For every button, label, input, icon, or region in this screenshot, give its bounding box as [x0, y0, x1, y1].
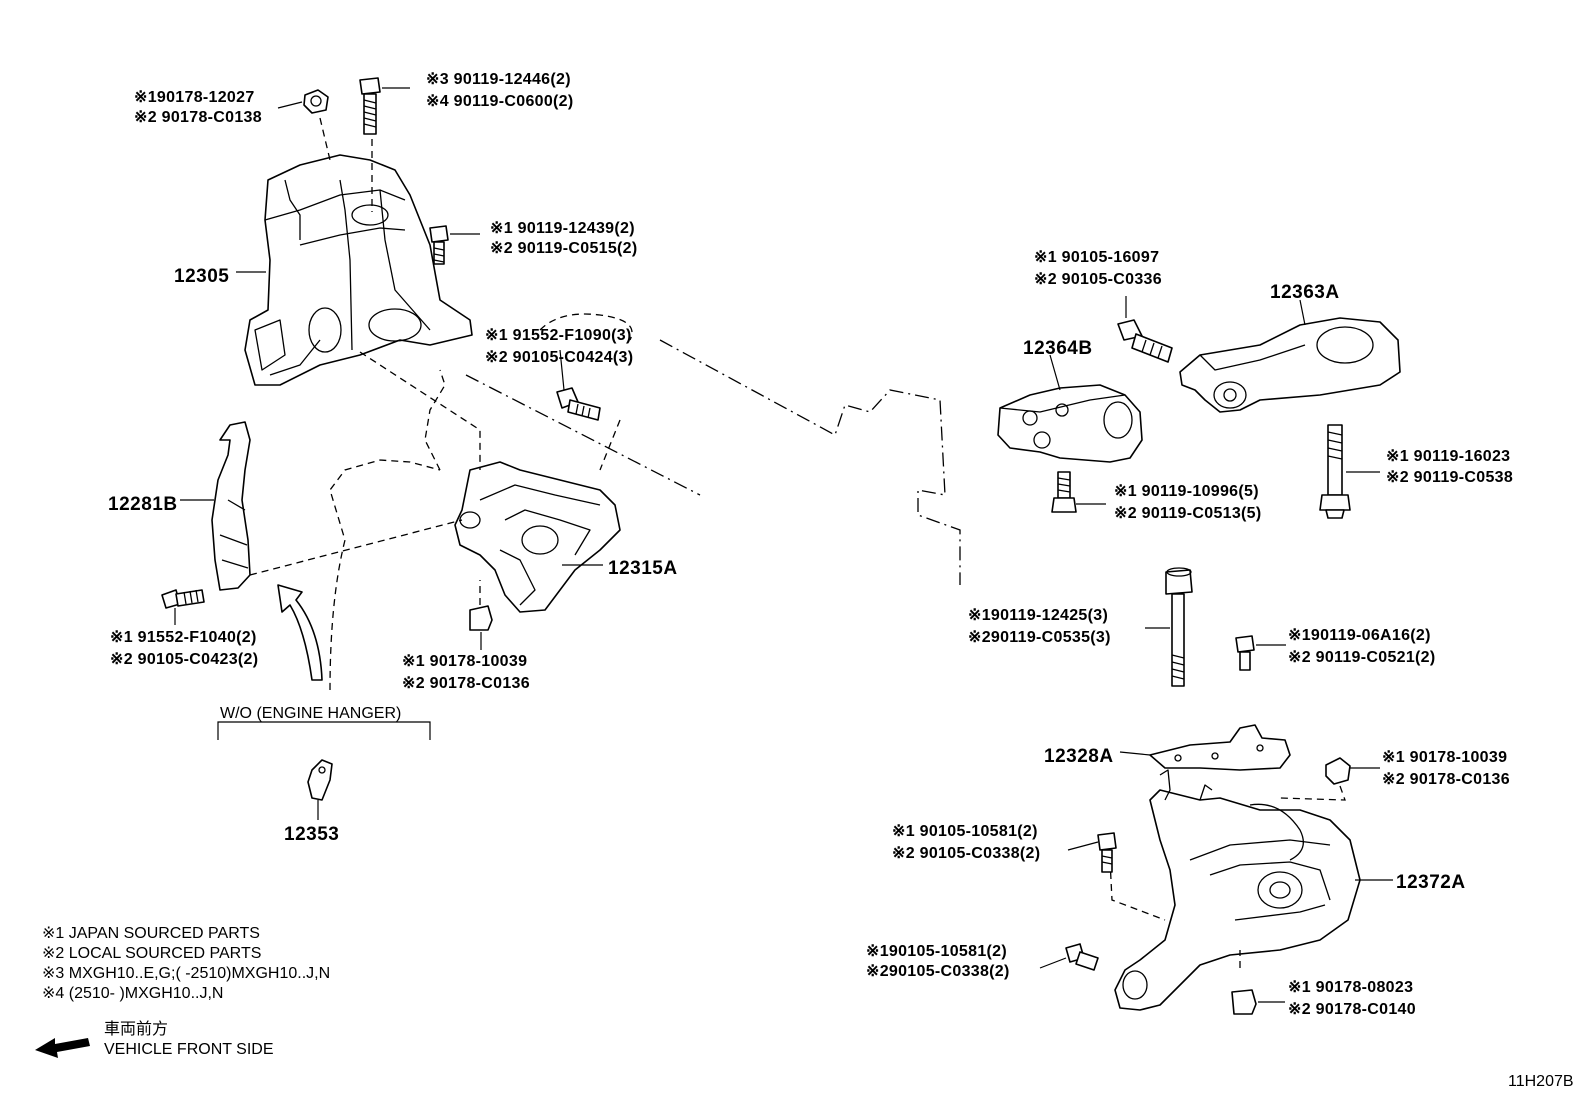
label-90178-10039-b: ※1 90178-10039 — [1382, 749, 1507, 766]
bolt-icon — [1097, 832, 1117, 873]
nut-icon — [303, 89, 329, 114]
bolt-icon — [359, 77, 381, 135]
label-90119-12439: ※1 90119-12439(2) — [490, 220, 635, 237]
bolt-icon — [556, 387, 601, 421]
bolt-icon — [1051, 471, 1077, 513]
front-label-jp: 車両前方 — [104, 1020, 168, 1038]
bolt-icon — [1065, 943, 1099, 971]
label-90119-C0521: ※2 90119-C0521(2) — [1288, 649, 1436, 666]
part-12364B: 12364B — [1023, 338, 1093, 359]
label-90105-10581-a: ※1 90105-10581(2) — [892, 823, 1038, 840]
nut-icon — [469, 605, 493, 631]
note-1: ※1 JAPAN SOURCED PARTS — [42, 925, 260, 942]
label-91552-F1040: ※1 91552-F1040(2) — [110, 629, 257, 646]
label-90119-16023: ※1 90119-16023 — [1386, 448, 1510, 465]
label-91552-F1090: ※1 91552-F1090(3) — [485, 327, 632, 344]
part-12372A-drawing — [1114, 769, 1361, 1011]
note-4: ※4 (2510- )MXGH10..J,N — [42, 985, 223, 1002]
label-90119-C0538: ※2 90119-C0538 — [1386, 469, 1513, 486]
label-90178-10039-a: ※1 90178-10039 — [402, 653, 527, 670]
label-90178-08023: ※1 90178-08023 — [1288, 979, 1413, 996]
note-2: ※2 LOCAL SOURCED PARTS — [42, 945, 261, 962]
front-label-en: VEHICLE FRONT SIDE — [104, 1041, 274, 1058]
label-90119-10996: ※1 90119-10996(5) — [1114, 483, 1259, 500]
engine-hanger-label: W/O (ENGINE HANGER) — [220, 705, 401, 722]
label-90105-C0423: ※2 90105-C0423(2) — [110, 651, 258, 668]
label-90178-C0140: ※2 90178-C0140 — [1288, 1001, 1416, 1018]
part-12305-drawing — [244, 154, 473, 386]
label-90119-12446: ※3 90119-12446(2) — [426, 71, 571, 88]
bolt-icon — [1117, 319, 1173, 363]
bolt-icon — [1319, 424, 1351, 519]
nut-icon — [1325, 757, 1351, 785]
label-90119-12425: ※190119-12425(3) — [968, 607, 1108, 624]
part-12372A: 12372A — [1396, 872, 1466, 893]
label-90105-C0424: ※2 90105-C0424(3) — [485, 349, 633, 366]
label-90178-12027: ※190178-12027 — [134, 89, 255, 106]
part-12363A: 12363A — [1270, 282, 1340, 303]
label-90105-C0338-b: ※290105-C0338(2) — [866, 963, 1010, 980]
label-90178-C0136-b: ※2 90178-C0136 — [1382, 771, 1510, 788]
part-12281B-drawing — [211, 421, 251, 591]
part-12353-drawing — [307, 759, 333, 801]
label-90119-C0513: ※2 90119-C0513(5) — [1114, 505, 1262, 522]
bolt-icon — [1165, 567, 1193, 687]
part-12281B: 12281B — [108, 494, 178, 515]
label-90105-C0338-a: ※2 90105-C0338(2) — [892, 845, 1040, 862]
bolt-icon — [429, 225, 449, 265]
diagram-code: 11H207B — [1508, 1073, 1574, 1090]
label-90105-10581-b: ※190105-10581(2) — [866, 943, 1007, 960]
part-12328A-drawing — [1149, 724, 1291, 771]
bolt-icon — [1235, 635, 1255, 671]
label-90119-C0515: ※2 90119-C0515(2) — [490, 240, 638, 257]
note-3: ※3 MXGH10..E,G;( -2510)MXGH10..J,N — [42, 965, 330, 982]
part-12315A: 12315A — [608, 558, 678, 579]
label-90119-C0535: ※290119-C0535(3) — [968, 629, 1111, 646]
label-90105-16097: ※1 90105-16097 — [1034, 249, 1159, 266]
part-12363A-drawing — [1179, 317, 1401, 413]
front-arrow-icon — [35, 1038, 90, 1058]
part-12353: 12353 — [284, 824, 339, 845]
label-90119-C0600: ※4 90119-C0600(2) — [426, 93, 574, 110]
label-90178-C0136-a: ※2 90178-C0136 — [402, 675, 530, 692]
label-90119-06A16: ※190119-06A16(2) — [1288, 627, 1431, 644]
part-12364B-drawing — [997, 384, 1143, 463]
nut-icon — [1231, 989, 1257, 1015]
part-12328A: 12328A — [1044, 746, 1114, 767]
bolt-icon — [161, 589, 205, 609]
part-12305: 12305 — [174, 266, 229, 287]
label-90178-C0138: ※2 90178-C0138 — [134, 109, 262, 126]
part-12315A-drawing — [454, 461, 621, 613]
label-90105-C0336: ※2 90105-C0336 — [1034, 271, 1162, 288]
